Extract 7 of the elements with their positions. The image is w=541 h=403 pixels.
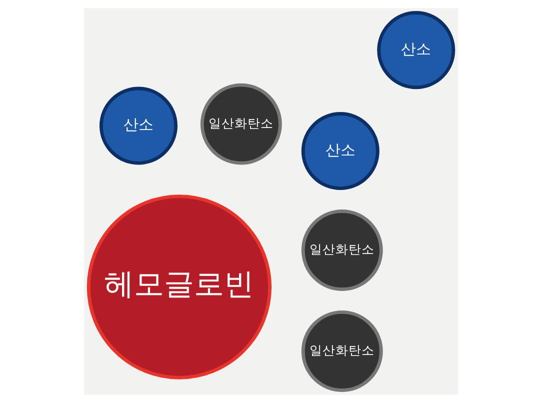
node-circle: 산소 [300, 112, 379, 190]
node-circle: 일산화탄소 [200, 83, 282, 165]
node-circle: 일산화탄소 [300, 310, 382, 392]
node-circle: 산소 [99, 86, 177, 165]
node-circle: 산소 [376, 11, 455, 90]
node-circle: 일산화탄소 [300, 210, 382, 291]
node-circle: 헤모글로빈 [86, 194, 272, 380]
